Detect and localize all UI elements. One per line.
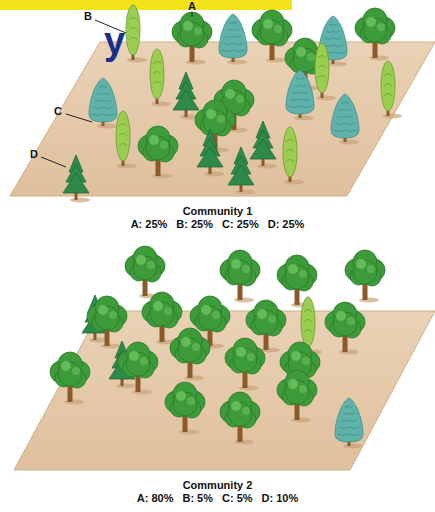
percentage: B: 25%: [176, 219, 213, 230]
tree: [220, 250, 260, 303]
tree-group: [63, 5, 402, 203]
tree: [250, 121, 277, 169]
tree: [335, 398, 363, 449]
tree: [355, 8, 395, 61]
caption-row: A: 80% B: 5% C: 5% D: 10%: [0, 493, 435, 504]
tree: [89, 78, 117, 129]
tree: [325, 302, 365, 355]
ground: [10, 42, 435, 196]
tree: [195, 100, 235, 153]
tree-label: B: [84, 11, 92, 22]
tree: [87, 296, 127, 349]
tree-label: D: [30, 149, 38, 160]
leader-line: [66, 114, 92, 122]
percentage: D: 10%: [262, 493, 299, 504]
tree: [118, 342, 158, 395]
percentage: C: 5%: [222, 493, 253, 504]
tree: [220, 392, 260, 445]
tree: [138, 126, 178, 179]
tree: [172, 12, 212, 65]
tree: [170, 328, 210, 381]
percentage: A: 80%: [137, 493, 174, 504]
tree: [150, 49, 171, 107]
leader-lines: [41, 12, 192, 167]
community-name: Community 2: [183, 480, 253, 491]
tree: [63, 155, 90, 203]
tree: [142, 292, 182, 345]
tree-label: A: [188, 1, 196, 12]
title-band: [0, 0, 292, 10]
tree: [197, 129, 224, 177]
community-name: Community 1: [183, 206, 253, 217]
tree-label: C: [54, 106, 62, 117]
tree: [345, 250, 385, 303]
percentage: A: 25%: [131, 219, 168, 230]
tree: [381, 61, 402, 119]
tree: [315, 43, 336, 101]
caption-row: A: 25% B: 25% C: 25% D: 25%: [0, 219, 435, 230]
percentage: D: 25%: [268, 219, 305, 230]
caption-row: Community 1: [0, 206, 435, 217]
tree: [116, 111, 137, 169]
leader-line: [41, 157, 66, 167]
tree: [125, 246, 165, 299]
tree: [331, 94, 359, 145]
tree: [286, 70, 314, 121]
tree: [126, 5, 147, 63]
leader-line: [192, 12, 193, 17]
tree: [225, 338, 265, 391]
tree: [165, 382, 205, 435]
tree: [228, 147, 255, 195]
title-fragment: y: [104, 22, 125, 60]
tree-group: [50, 246, 385, 449]
tree: [219, 14, 247, 65]
caption-row: Community 2: [0, 480, 435, 491]
percentage: B: 5%: [182, 493, 213, 504]
ground: [14, 311, 435, 470]
tree: [173, 72, 200, 120]
tree: [283, 127, 304, 185]
percentage: C: 25%: [222, 219, 259, 230]
tree: [50, 352, 90, 405]
tree: [277, 370, 317, 423]
